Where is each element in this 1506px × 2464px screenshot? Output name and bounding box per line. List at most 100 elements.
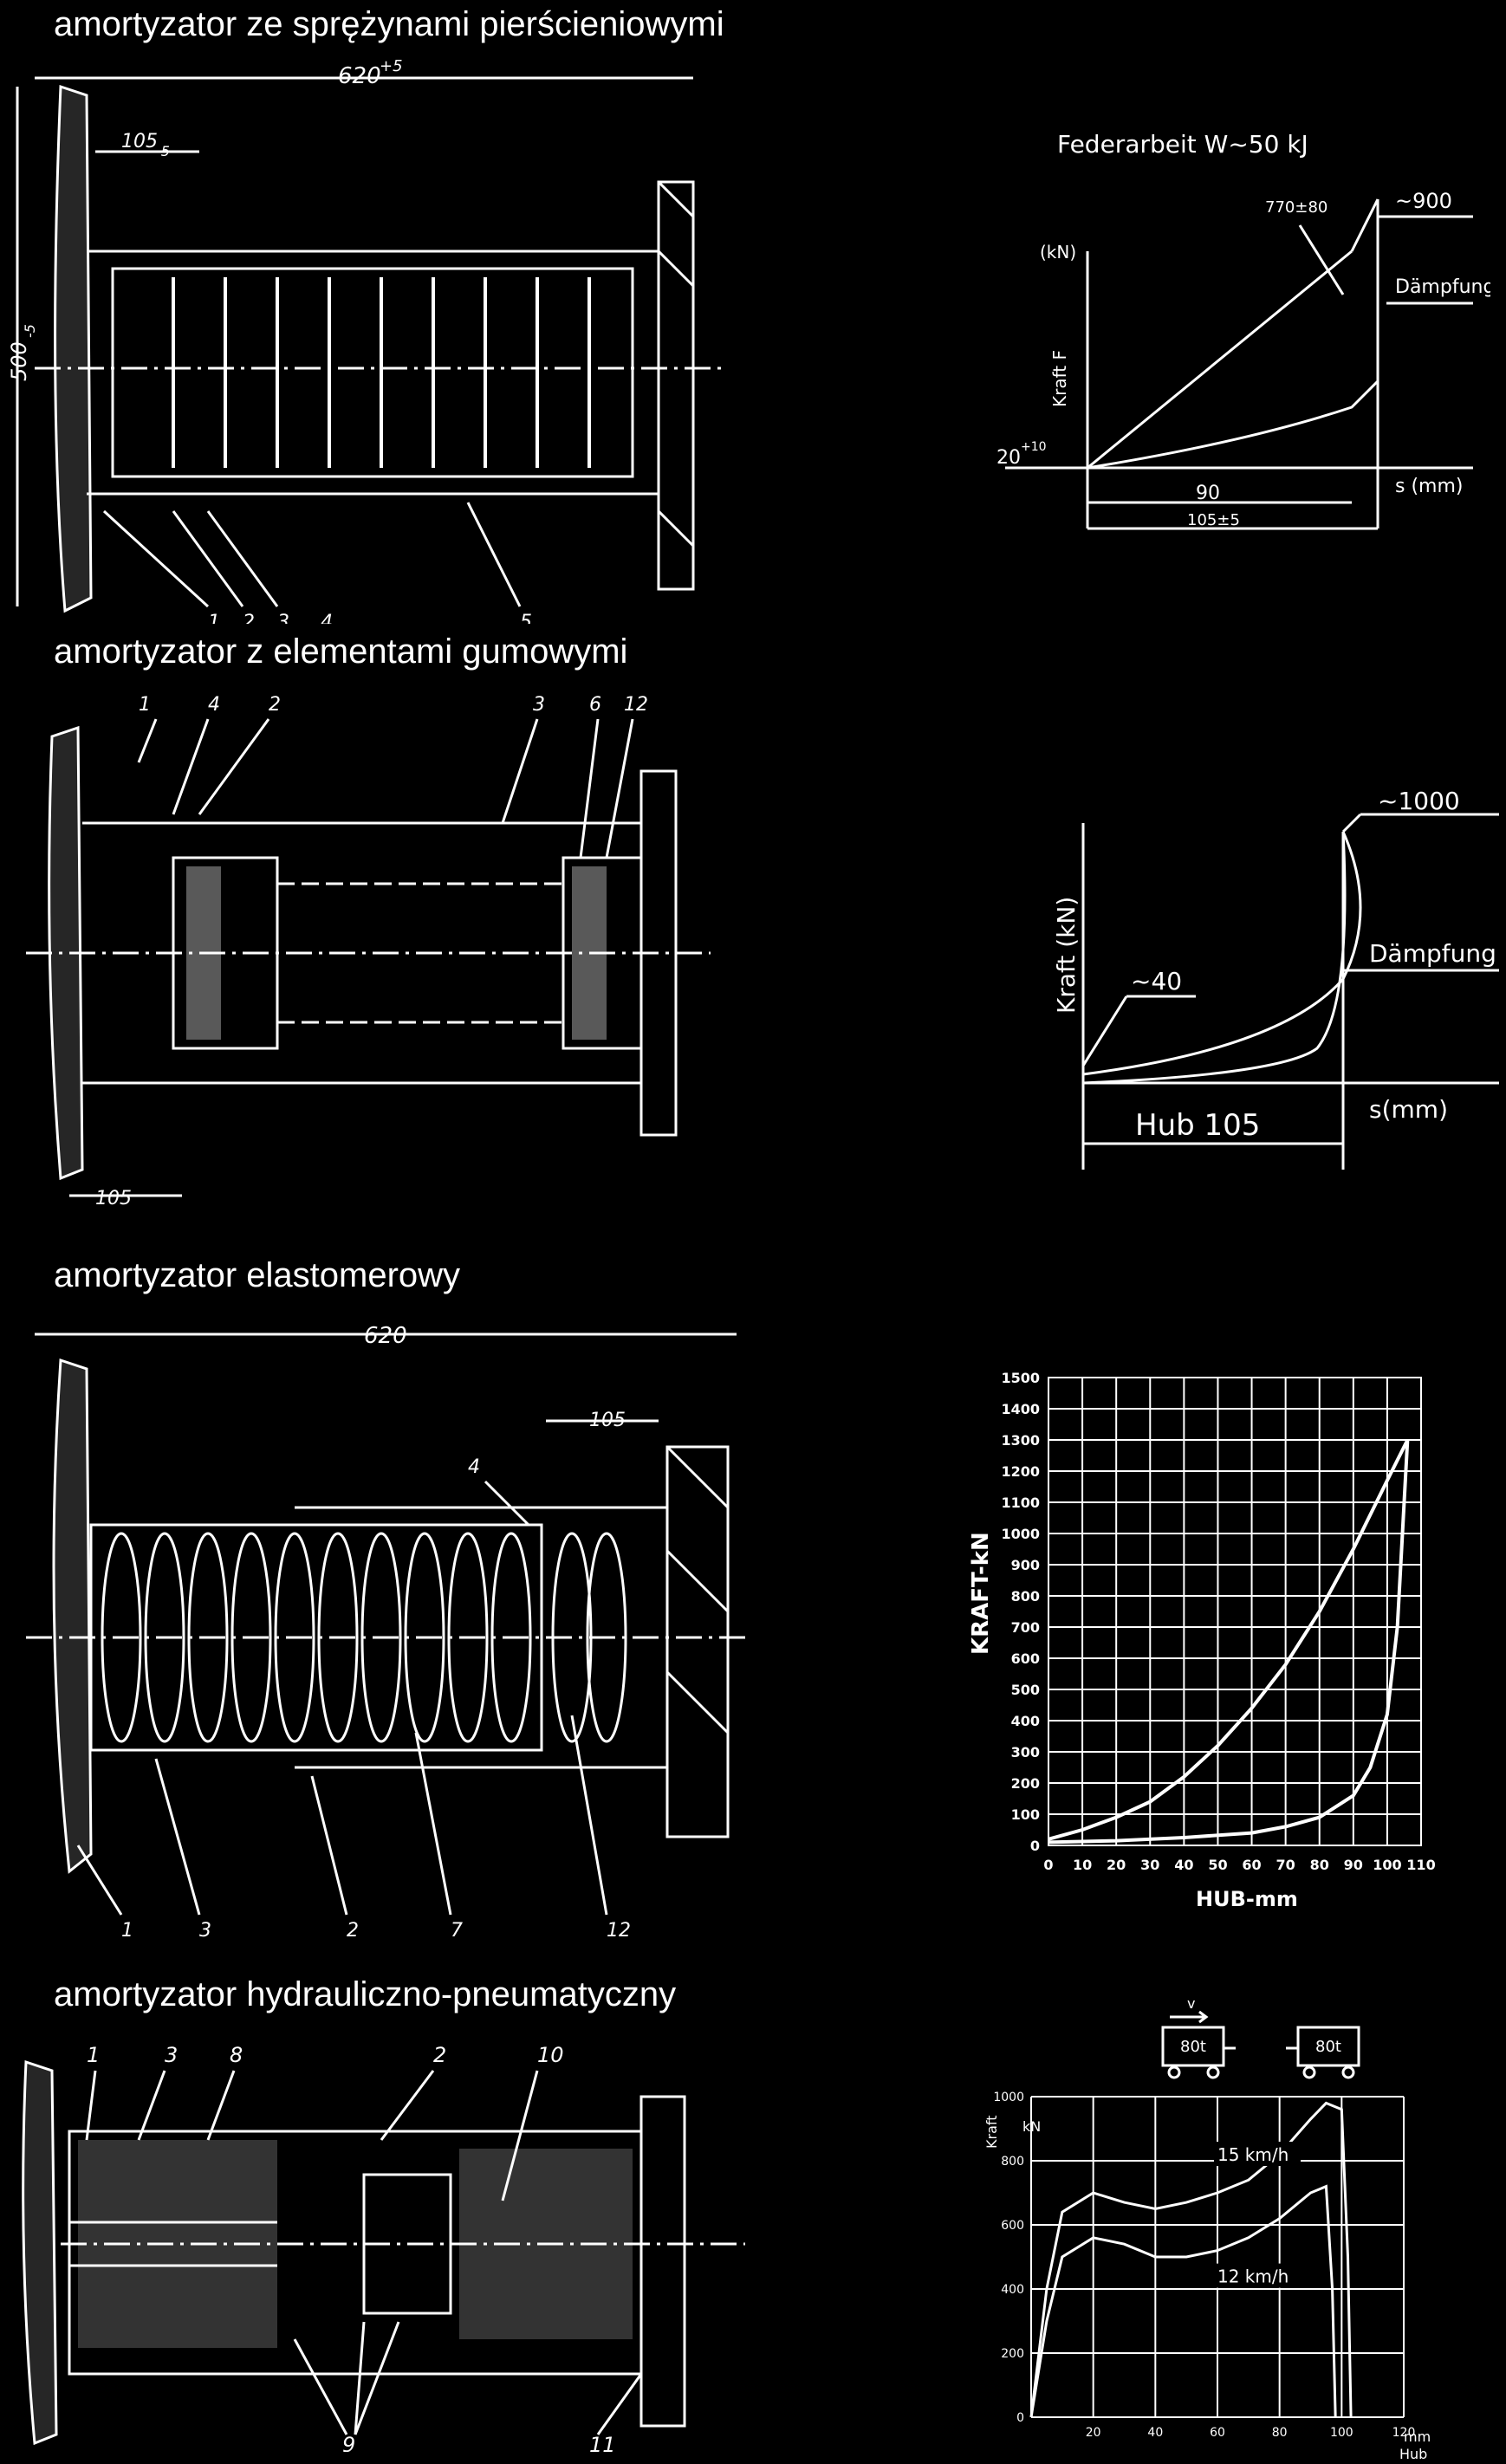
x-tick-label: 60 <box>1242 1857 1261 1873</box>
label-start-tol: +10 <box>1021 440 1047 454</box>
dim-diam: 500 <box>7 341 31 381</box>
series-line-2 <box>1029 2184 1337 2418</box>
x-tick-label: 90 <box>1344 1857 1363 1873</box>
y-tick-label: 400 <box>1011 1713 1040 1729</box>
x-tick-label: 50 <box>1208 1857 1227 1873</box>
y-tick-label: 100 <box>1011 1806 1040 1823</box>
part-label: 2 <box>243 612 255 624</box>
label-peak: ~900 <box>1395 189 1452 213</box>
hydro-pneumatic-drawing: 1 3 8 2 10 9 11 <box>22 2043 745 2452</box>
part-label: 3 <box>533 694 545 716</box>
y-tick-label: 500 <box>1011 1682 1040 1698</box>
part-label: 8 <box>230 2043 243 2067</box>
chart-yunit: (kN) <box>1040 242 1076 263</box>
ring-spring-chart: Federarbeit W~50 kJ (kN) Kraft F ~900 Dä… <box>996 130 1490 530</box>
velocity-label: v <box>1187 1995 1195 2012</box>
x-tick-label: 10 <box>1073 1857 1092 1873</box>
chart-ylabel: Kraft <box>983 2116 1000 2150</box>
y-tick-label: 700 <box>1011 1619 1040 1636</box>
x-tick-label: 20 <box>1107 1857 1126 1873</box>
y-tick-label: 0 <box>1016 2411 1024 2425</box>
part-label: 4 <box>468 1456 480 1478</box>
chart-xlabel: s (mm) <box>1395 476 1463 497</box>
section-4-title: amortyzator hydrauliczno-pneumatyczny <box>54 1975 677 2013</box>
ring-spring-drawing: 620 +5 105 -5 500 -5 1 2 3 4 5 <box>7 57 728 624</box>
chart-ylabel: Kraft F <box>1049 350 1070 407</box>
part-label: 1 <box>139 694 151 716</box>
dim-stroke: 105 <box>95 1188 132 1209</box>
rubber-element-chart: Kraft (kN) ~1000 Dämpfung ~40 Hub 105 s(… <box>1052 788 1499 1170</box>
label-stroke: Hub 105 <box>1135 1108 1260 1143</box>
wagon-label: 80t <box>1315 2038 1341 2056</box>
x-tick-label: 120 <box>1392 2426 1416 2440</box>
part-label: 11 <box>589 2433 616 2452</box>
series-line-2 <box>1048 1439 1410 1845</box>
y-tick-label: 0 <box>1030 1838 1040 1854</box>
series-line-1 <box>1029 2101 1353 2418</box>
dim-stroke: 105 <box>589 1410 626 1431</box>
series-line-1 <box>1048 1439 1410 1841</box>
dim-length: 620 <box>338 63 381 89</box>
series-label-bg <box>1214 2142 1301 2166</box>
label-damping: Dämpfung <box>1369 939 1496 968</box>
label-travel: 90 <box>1196 483 1220 504</box>
series-label: 12 km/h <box>1217 2266 1289 2287</box>
section-2-title: amortyzator z elementami gumowymi <box>54 632 628 671</box>
x-tick-label: 30 <box>1140 1857 1159 1873</box>
x-tick-label: 20 <box>1086 2426 1101 2440</box>
part-label: 1 <box>87 2043 100 2067</box>
y-tick-label: 200 <box>1001 2347 1024 2361</box>
dim-length-tol: +5 <box>380 57 403 75</box>
label-start: ~40 <box>1131 967 1182 995</box>
elastomer-drawing: 620 105 4 1 3 2 7 12 <box>26 1323 745 1942</box>
hydro-pneumatic-chart: v 80t 80t Kraft kN Hub mm 02004006008001… <box>983 1995 1431 2461</box>
chart-xlabel: HUB-mm <box>1196 1887 1298 1911</box>
part-label: 7 <box>451 1920 463 1942</box>
part-label: 10 <box>537 2043 564 2067</box>
wagon-label: 80t <box>1180 2038 1206 2056</box>
y-tick-label: 800 <box>1011 1588 1040 1605</box>
part-label: 4 <box>208 694 220 716</box>
section-3-title: amortyzator elastomerowy <box>54 1256 461 1294</box>
y-tick-label: 800 <box>1001 2155 1024 2169</box>
x-tick-label: 40 <box>1147 2426 1163 2440</box>
x-tick-label: 100 <box>1330 2426 1353 2440</box>
series-label: 15 km/h <box>1217 2144 1289 2165</box>
part-label: 3 <box>199 1920 211 1942</box>
y-tick-label: 1500 <box>1001 1370 1040 1386</box>
part-label: 1 <box>208 612 220 624</box>
label-mid: 770±80 <box>1265 198 1327 217</box>
x-tick-label: 60 <box>1210 2426 1225 2440</box>
part-label: 5 <box>520 612 532 624</box>
y-tick-label: 1400 <box>1001 1401 1040 1417</box>
chart-xlabel: Hub <box>1399 2446 1427 2461</box>
chart-ylabel: KRAFT-kN <box>968 1532 994 1655</box>
label-peak: ~1000 <box>1378 788 1460 815</box>
part-label: 3 <box>165 2043 178 2067</box>
chart-xlabel: s(mm) <box>1369 1095 1448 1124</box>
chart-title: Federarbeit W~50 kJ <box>1057 130 1308 159</box>
y-tick-label: 900 <box>1011 1557 1040 1573</box>
y-tick-label: 600 <box>1001 2219 1024 2233</box>
dim-stroke-tol: -5 <box>156 143 170 159</box>
x-tick-label: 70 <box>1276 1857 1295 1873</box>
part-label: 1 <box>121 1920 133 1942</box>
part-label: 12 <box>624 694 648 716</box>
chart-xunit: mm <box>1404 2428 1431 2445</box>
elastomer-chart: KRAFT-kN HUB-mm 010020030040050060070080… <box>968 1370 1436 1911</box>
rubber-element-drawing: 105 1 4 2 3 6 12 <box>26 694 711 1209</box>
part-label: 4 <box>321 612 333 624</box>
x-tick-label: 110 <box>1406 1857 1435 1873</box>
part-label: 2 <box>269 694 281 716</box>
dim-stroke: 105 <box>121 131 158 152</box>
part-label: 6 <box>589 694 601 716</box>
y-tick-label: 400 <box>1001 2283 1024 2297</box>
y-tick-label: 1000 <box>1001 1526 1040 1542</box>
label-start: 20 <box>996 447 1021 469</box>
part-label: 3 <box>277 612 289 624</box>
y-tick-label: 200 <box>1011 1775 1040 1792</box>
part-label: 2 <box>433 2043 446 2067</box>
chart-ylabel: Kraft (kN) <box>1052 897 1081 1014</box>
x-tick-label: 100 <box>1373 1857 1401 1873</box>
dim-length: 620 <box>364 1323 407 1349</box>
